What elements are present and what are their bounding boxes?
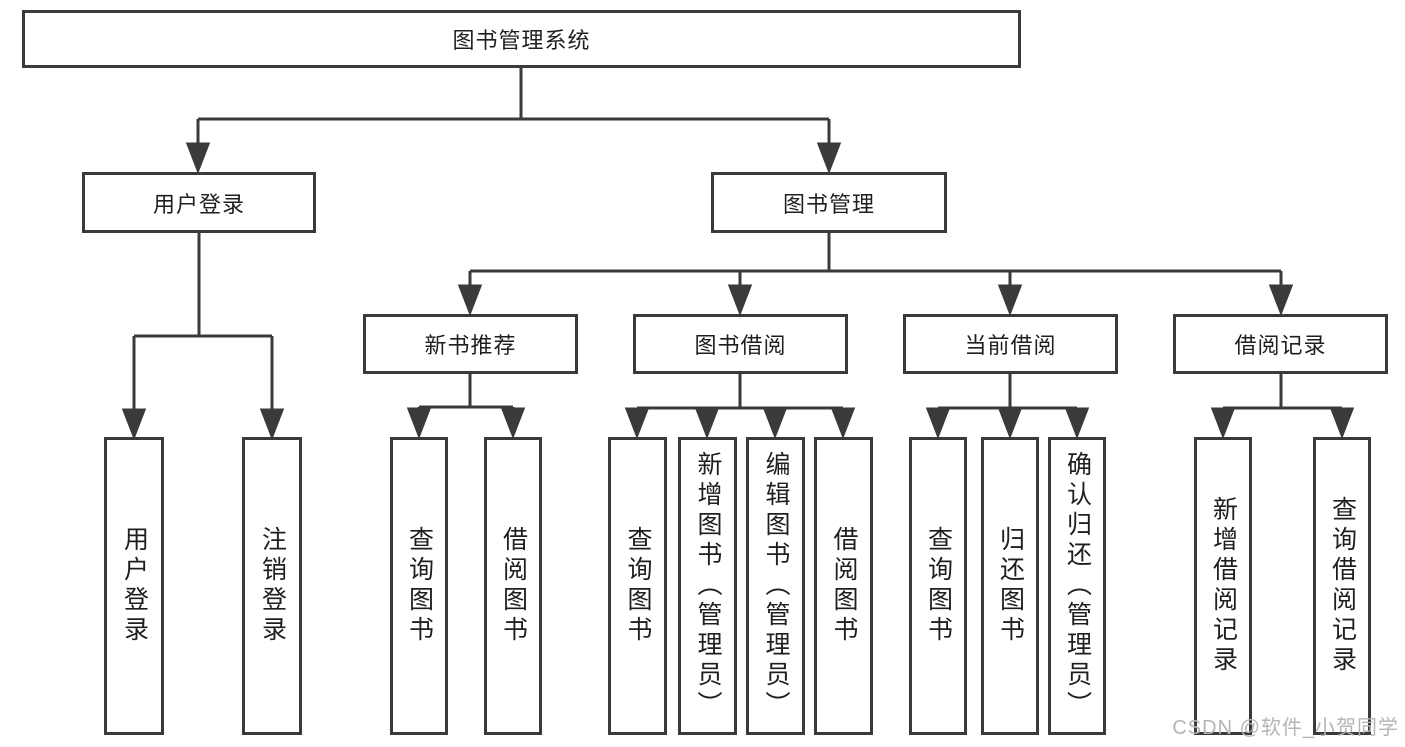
arrowhead bbox=[762, 407, 788, 440]
leaf-label: 查询图书 bbox=[924, 526, 953, 646]
node-query-books-recommend: 查询图书 bbox=[390, 437, 448, 735]
connector-borrowing-records-branch bbox=[1210, 374, 1355, 440]
node-borrowing-records: 借阅记录 bbox=[1173, 314, 1388, 374]
arrowhead bbox=[997, 284, 1023, 317]
node-return-book: 归还图书 bbox=[981, 437, 1039, 735]
node-add-book-admin: 新增图书（管理员） bbox=[678, 437, 737, 735]
leaf-label: 编辑图书（管理员） bbox=[762, 451, 790, 721]
leaf-label: 新增图书（管理员） bbox=[694, 451, 722, 721]
node-borrow-books-borrowing: 借阅图书 bbox=[814, 437, 873, 735]
node-query-books-borrowing: 查询图书 bbox=[608, 437, 667, 735]
node-new-book-recommendation: 新书推荐 bbox=[363, 314, 578, 374]
node-book-management-module: 图书管理 bbox=[711, 172, 947, 233]
node-user-login-module: 用户登录 bbox=[82, 172, 316, 233]
node-current-borrowing: 当前借阅 bbox=[903, 314, 1118, 374]
connector-current-borrowing-branch bbox=[925, 374, 1090, 440]
connector-user-login-branch bbox=[121, 233, 285, 441]
node-edit-book-admin: 编辑图书（管理员） bbox=[746, 437, 805, 735]
leaf-label: 归还图书 bbox=[996, 526, 1025, 646]
arrowhead bbox=[694, 407, 720, 440]
arrowhead bbox=[1329, 407, 1355, 440]
arrowhead bbox=[1064, 407, 1090, 440]
connector-book-management-branch bbox=[457, 233, 1294, 317]
node-logout: 注销登录 bbox=[242, 437, 302, 735]
node-add-borrow-record: 新增借阅记录 bbox=[1194, 437, 1252, 735]
connector-new-book-branch bbox=[406, 374, 526, 440]
node-query-borrow-record: 查询借阅记录 bbox=[1313, 437, 1371, 735]
arrowhead bbox=[259, 408, 285, 441]
arrowhead bbox=[997, 407, 1023, 440]
node-confirm-return-admin: 确认归还（管理员） bbox=[1048, 437, 1106, 735]
node-borrow-books-recommend: 借阅图书 bbox=[484, 437, 542, 735]
leaf-label: 查询图书 bbox=[624, 526, 652, 646]
arrowhead bbox=[406, 407, 432, 440]
connector-book-borrowing-branch bbox=[624, 374, 856, 440]
leaf-label: 借阅图书 bbox=[830, 526, 858, 646]
arrowhead bbox=[624, 407, 650, 440]
arrowhead bbox=[727, 284, 753, 317]
arrowhead bbox=[500, 407, 526, 440]
node-book-borrowing: 图书借阅 bbox=[633, 314, 848, 374]
arrowhead bbox=[121, 408, 147, 441]
leaf-label: 注销登录 bbox=[258, 526, 287, 646]
connector-root-to-level2 bbox=[185, 68, 842, 175]
leaf-label: 借阅图书 bbox=[499, 526, 528, 646]
arrowhead bbox=[457, 284, 483, 317]
node-query-books-current: 查询图书 bbox=[909, 437, 967, 735]
csdn-watermark: CSDN @软件_小贺同学 bbox=[1172, 717, 1399, 739]
arrowhead bbox=[1210, 407, 1236, 440]
arrowhead bbox=[1268, 284, 1294, 317]
leaf-label: 新增借阅记录 bbox=[1209, 496, 1238, 676]
arrowhead bbox=[830, 407, 856, 440]
leaf-label: 查询借阅记录 bbox=[1328, 496, 1357, 676]
arrowhead bbox=[816, 142, 842, 175]
arrowhead bbox=[185, 142, 211, 175]
leaf-label: 用户登录 bbox=[120, 526, 149, 646]
node-root-library-management-system: 图书管理系统 bbox=[22, 10, 1021, 68]
leaf-label: 确认归还（管理员） bbox=[1063, 451, 1092, 721]
node-user-login-leaf: 用户登录 bbox=[104, 437, 164, 735]
leaf-label: 查询图书 bbox=[405, 526, 434, 646]
arrowhead bbox=[925, 407, 951, 440]
